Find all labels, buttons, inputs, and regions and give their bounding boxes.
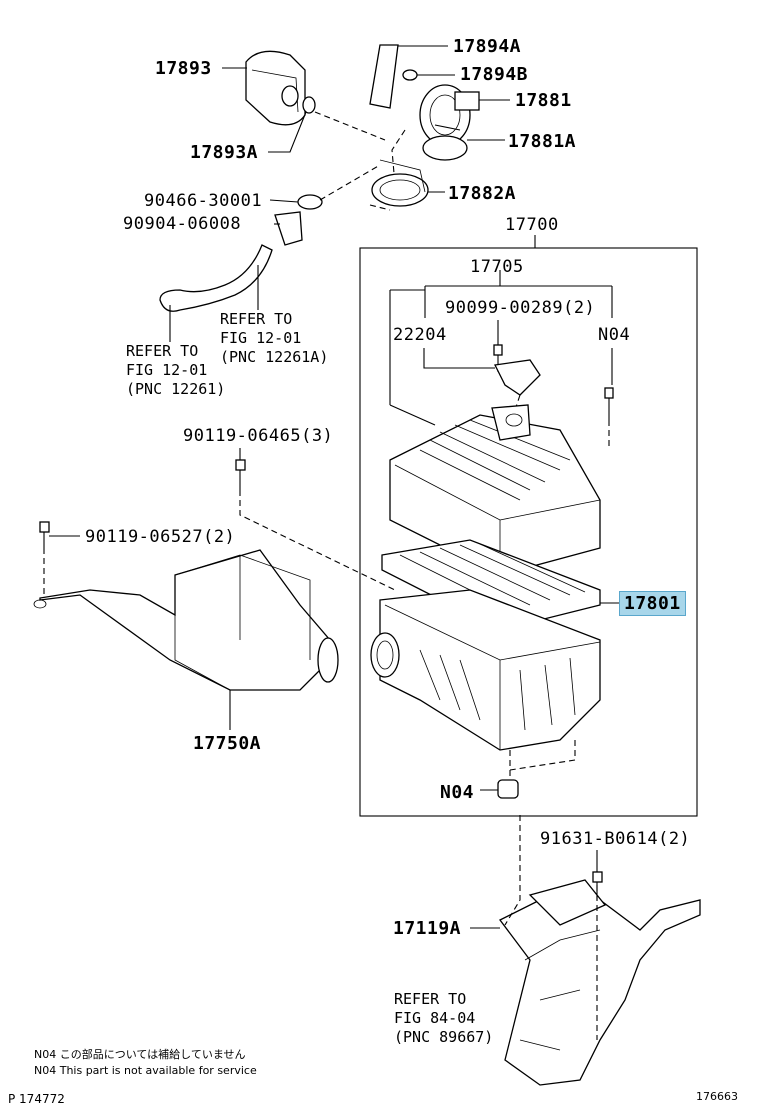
- label-90119-06527[interactable]: 90119-06527(2): [85, 527, 236, 547]
- part-17882A-shape: [371, 159, 429, 207]
- label-17894A[interactable]: 17894A: [453, 36, 522, 57]
- note-n04-english: N04 This part is not available for servi…: [34, 1064, 257, 1077]
- ref-line: FIG 12-01: [220, 329, 302, 347]
- part-lower-case-shape: [370, 589, 601, 751]
- part-hose-shape: [159, 244, 273, 312]
- bolt-n04-shape: [604, 387, 614, 420]
- label-17119A[interactable]: 17119A: [393, 918, 462, 939]
- label-90466-30001[interactable]: 90466-30001: [144, 191, 263, 211]
- label-17705[interactable]: 17705: [470, 257, 524, 277]
- ref-line: (PNC 12261): [126, 380, 226, 398]
- bolt-90119-06527-shape: [39, 521, 50, 548]
- label-17801-highlighted[interactable]: 17801: [619, 591, 686, 616]
- label-22204[interactable]: 22204: [393, 325, 447, 345]
- part-17750A-shape: [33, 549, 339, 691]
- ref-line: (PNC 89667): [394, 1028, 494, 1046]
- ref-line: REFER TO: [394, 990, 467, 1008]
- label-90119-06465[interactable]: 90119-06465(3): [183, 426, 334, 446]
- label-17881[interactable]: 17881: [515, 90, 572, 111]
- illustration-id: 176663: [696, 1090, 738, 1103]
- ref-line: FIG 12-01: [126, 361, 208, 379]
- page-id: P 174772: [8, 1092, 65, 1106]
- refer-to-fig-12-01-12261A[interactable]: REFER TO FIG 12-01 (PNC 12261A): [220, 310, 328, 367]
- label-n04-upper[interactable]: N04: [598, 325, 631, 345]
- part-17894A-shape: [369, 44, 399, 109]
- ref-line: (PNC 12261A): [220, 348, 329, 366]
- refer-to-fig-84-04-89667[interactable]: REFER TO FIG 84-04 (PNC 89667): [394, 990, 493, 1047]
- label-17881A[interactable]: 17881A: [508, 131, 577, 152]
- ref-line: REFER TO: [220, 310, 293, 328]
- part-n04-grommet-shape: [497, 779, 519, 799]
- label-91631-B0614[interactable]: 91631-B0614(2): [540, 829, 691, 849]
- assembly-box-17700: [359, 247, 698, 817]
- ref-line: REFER TO: [126, 342, 199, 360]
- label-17894B[interactable]: 17894B: [460, 64, 529, 85]
- label-17893[interactable]: 17893: [155, 58, 212, 79]
- note-n04-japanese: N04 この部品については補給していません: [34, 1048, 246, 1061]
- refer-to-fig-12-01-12261[interactable]: REFER TO FIG 12-01 (PNC 12261): [126, 342, 225, 399]
- label-17750A[interactable]: 17750A: [193, 733, 262, 754]
- part-17801-shape: [381, 539, 601, 631]
- sensor-22204-shape: [494, 359, 541, 396]
- label-17882A[interactable]: 17882A: [448, 183, 517, 204]
- label-n04-lower[interactable]: N04: [440, 782, 475, 803]
- part-17119A-shape: [499, 879, 701, 1086]
- part-17881-shape: [419, 84, 480, 161]
- label-17700[interactable]: 17700: [505, 215, 559, 235]
- label-17893A[interactable]: 17893A: [190, 142, 259, 163]
- part-upper-case-shape: [389, 404, 601, 576]
- ref-line: FIG 84-04: [394, 1009, 476, 1027]
- label-90904-06008[interactable]: 90904-06008: [123, 214, 242, 234]
- part-17893-shape: [245, 50, 316, 126]
- bolt-90119-06465-shape: [235, 459, 246, 490]
- label-90099-00289[interactable]: 90099-00289(2): [445, 298, 596, 318]
